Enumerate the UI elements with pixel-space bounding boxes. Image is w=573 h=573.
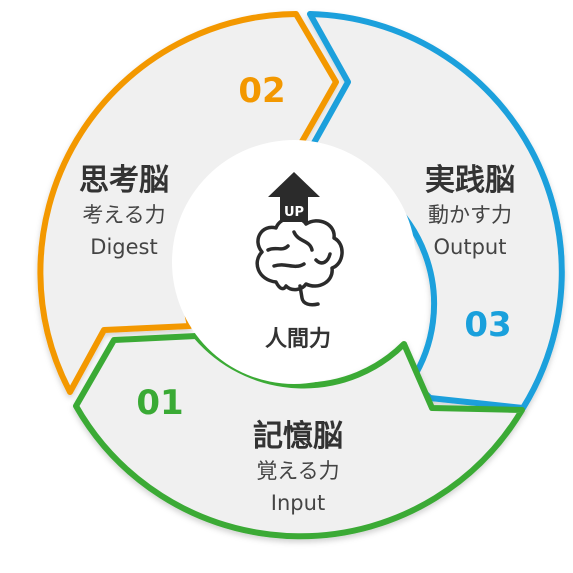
brain-icon	[255, 215, 344, 307]
segment-01-subtitle: 覚える力	[256, 459, 339, 483]
segment-03-title: 実践脳	[425, 163, 515, 198]
segment-01-number: 01	[136, 383, 183, 423]
segment-02-number: 02	[238, 71, 285, 111]
segment-01-english: Input	[271, 491, 325, 515]
center-label: 人間力	[265, 327, 331, 352]
segment-input	[73, 333, 525, 540]
segment-01-title: 記憶脳	[253, 419, 343, 454]
segment-03-subtitle: 動かす力	[428, 203, 512, 227]
segment-02-subtitle: 考える力	[82, 203, 165, 227]
segment-03-english: Output	[434, 235, 507, 259]
center-circle	[172, 140, 416, 384]
segment-02-title: 思考脳	[79, 163, 169, 198]
segment-03-number: 03	[464, 305, 511, 345]
segment-02-english: Digest	[90, 235, 157, 259]
